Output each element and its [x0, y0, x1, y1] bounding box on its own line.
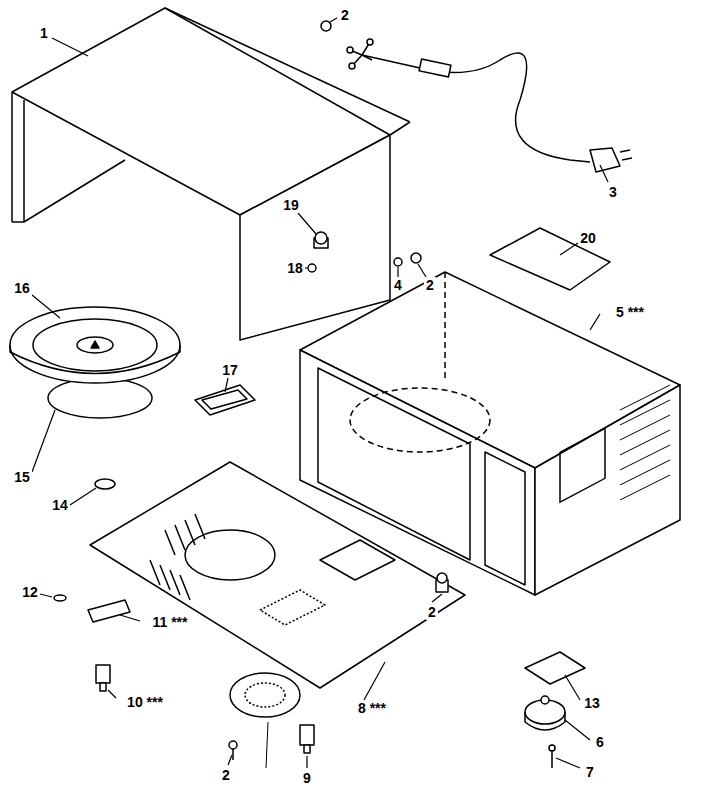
callout-number: 7	[584, 764, 596, 780]
callout-number: 4	[392, 277, 404, 293]
callout-number: 3	[607, 184, 619, 200]
callout-number: 2	[339, 7, 351, 23]
callout-number: 13	[582, 695, 602, 711]
callout-number: 1	[38, 25, 50, 41]
callout-number: 2	[424, 277, 436, 293]
callout-number: 16	[12, 280, 32, 296]
callout-number: 15	[12, 469, 32, 485]
callout-number: 6	[594, 734, 606, 750]
callout-number: 8 ***	[356, 700, 388, 716]
callout-number: 18	[285, 260, 305, 276]
callout-number: 10 ***	[125, 694, 165, 710]
callout-number: 19	[281, 197, 301, 213]
callout-number: 12	[20, 584, 40, 600]
callout-number: 14	[50, 497, 70, 513]
callout-number: 11 ***	[150, 614, 189, 630]
callout-number: 2	[220, 767, 232, 783]
callout-number: 9	[301, 770, 313, 786]
callout-number: 2	[426, 604, 438, 620]
callout-number: 17	[220, 362, 240, 378]
callout-number: 5 ***	[614, 304, 646, 320]
callout-number: 20	[578, 230, 598, 246]
